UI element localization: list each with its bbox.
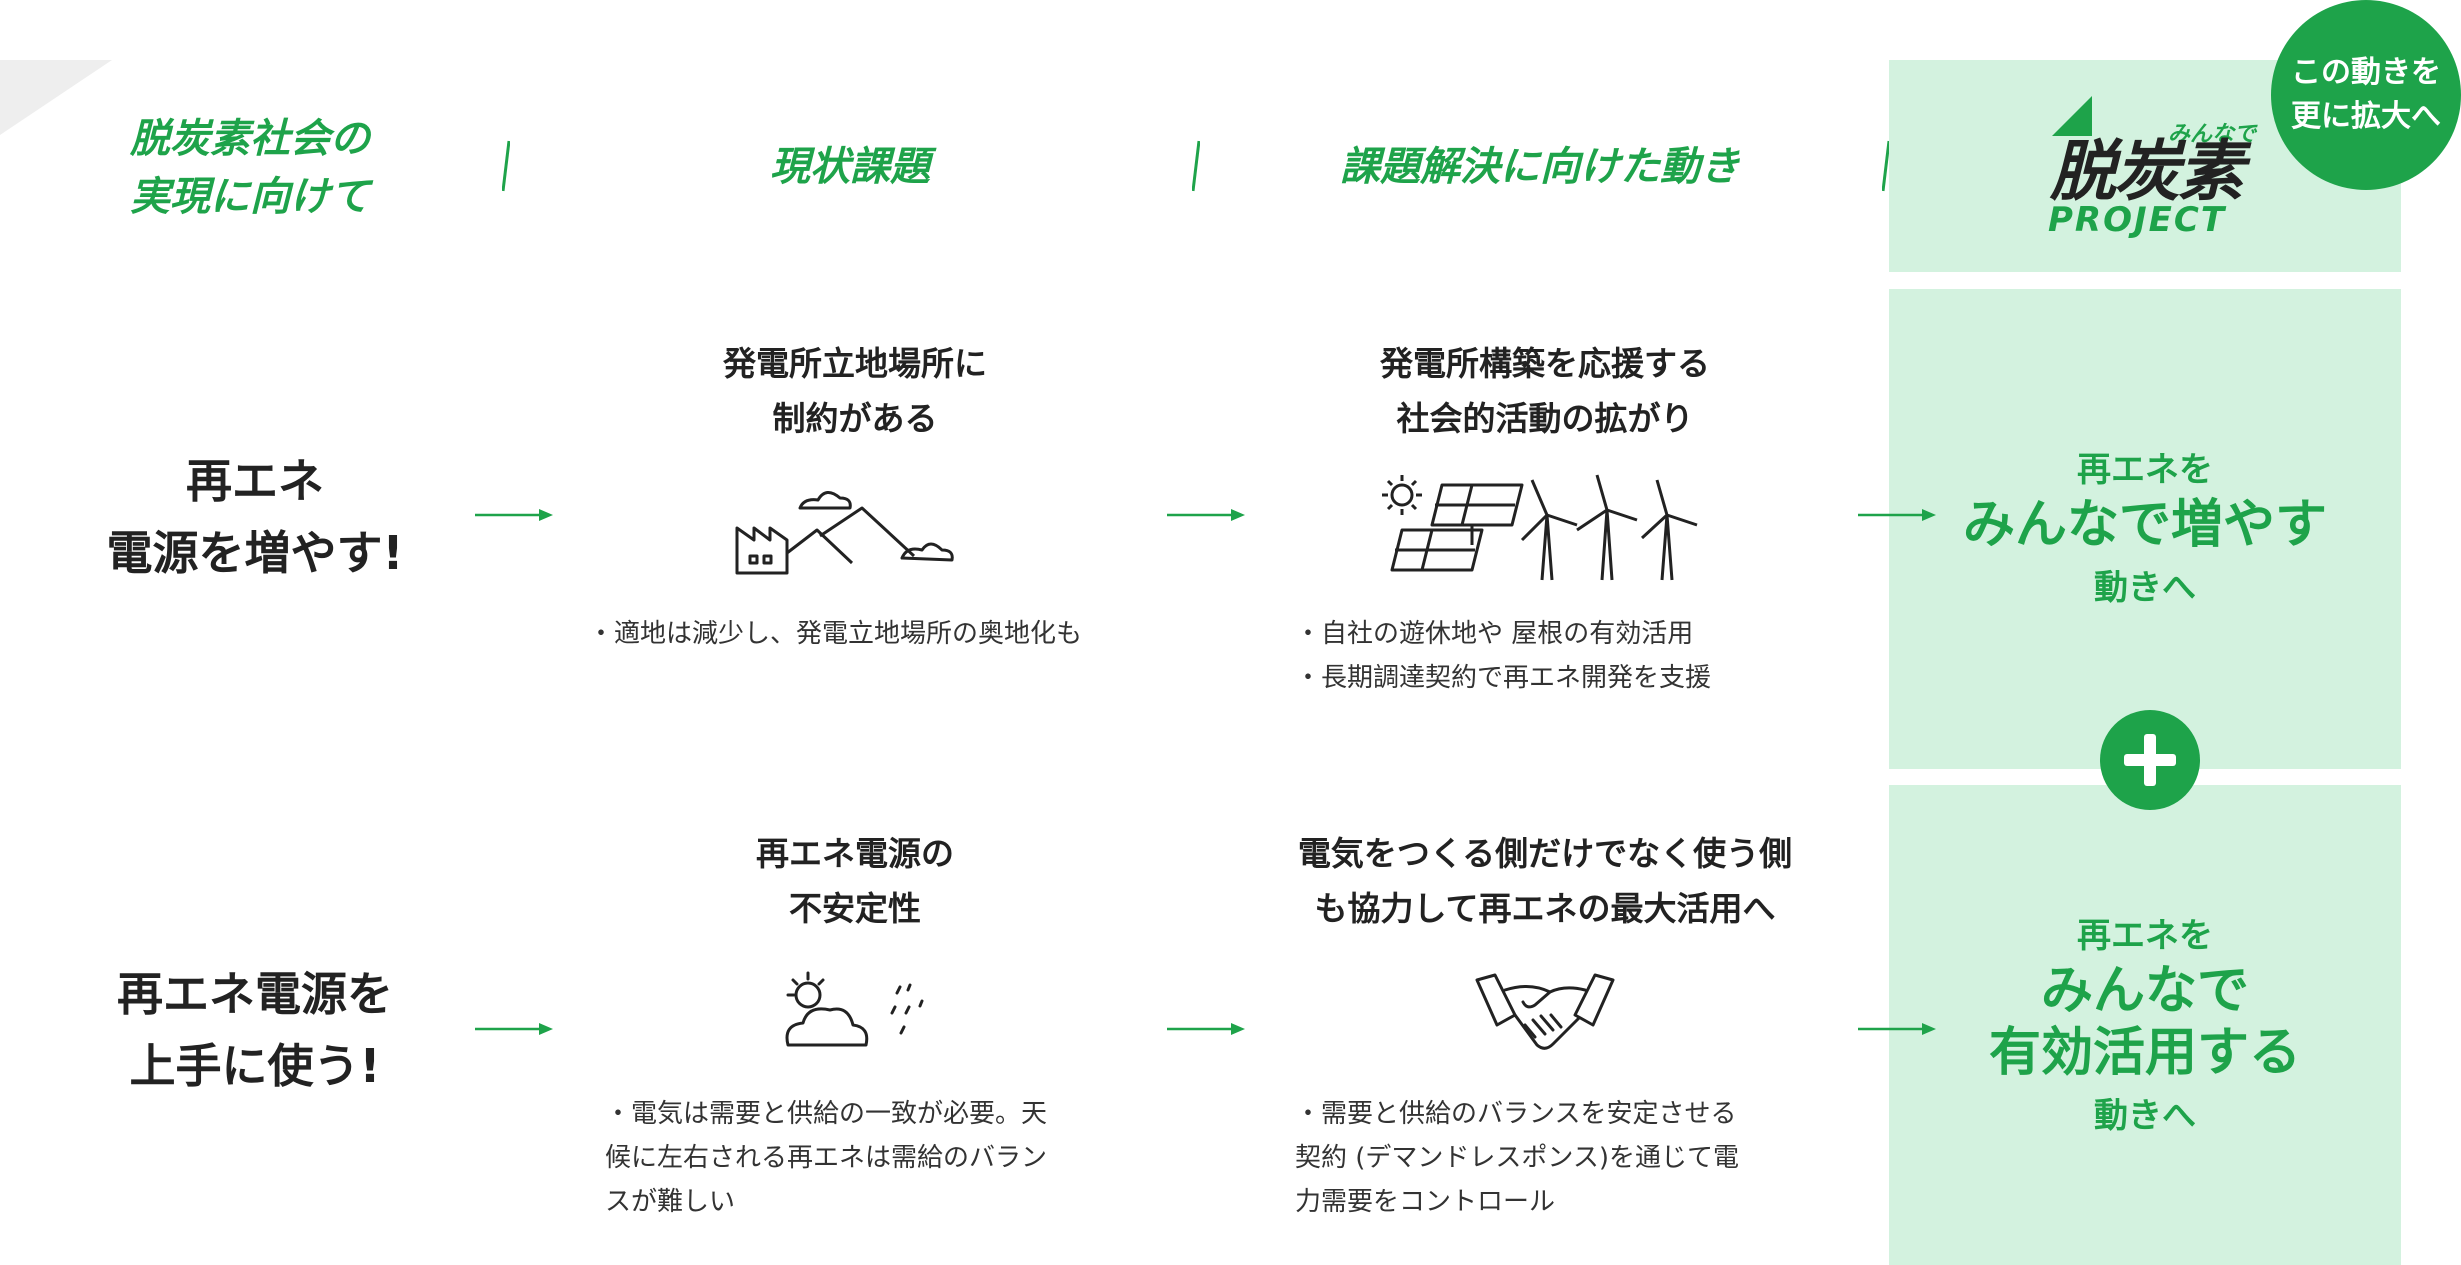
arrow-icon <box>1167 509 1245 521</box>
factory-mountain-icon <box>735 491 954 575</box>
row1-action-title: 発電所構築を応援する 社会的活動の拡がり <box>1380 344 1710 438</box>
logo-small-text: みんなで <box>2168 122 2257 147</box>
desc-line: ・電気は需要と供給の一致が必要。天 <box>605 1099 1048 1129</box>
panel-row1 <box>1889 289 2401 769</box>
desc-line: 候に左右される再エネは需給のバラン <box>605 1143 1048 1173</box>
desc-line: ・適地は減少し、発電立地場所の奥地化も <box>588 619 1083 649</box>
arrow-icon <box>475 1023 553 1035</box>
row1-label: 再エネ 電源を増やす! <box>106 454 404 580</box>
arrow-icon <box>1858 1023 1936 1035</box>
row1-issue-desc: ・適地は減少し、発電立地場所の奥地化も <box>588 612 1082 656</box>
panel-row2-text: 再エネを みんなで 有効活用する 動きへ <box>1889 912 2401 1140</box>
corner-decoration <box>0 60 112 135</box>
panel-row2-line1: 再エネを <box>2077 916 2213 956</box>
panel-row1-main: みんなで増やす <box>1962 495 2327 555</box>
panel-row1-line1: 再エネを <box>2077 450 2213 490</box>
panel-row2-line3: 動きへ <box>2094 1096 2196 1136</box>
panel-row2-main-a: みんなで <box>2040 961 2249 1021</box>
panel-row1-text: 再エネを みんなで増やす 動きへ <box>1889 446 2401 612</box>
solar-wind-icon <box>1382 474 1698 581</box>
row1-action-desc: ・自社の遊休地や 屋根の有効活用 ・長期調達契約で再エネ開発を支援 <box>1295 612 1711 700</box>
arrow-icon <box>1858 509 1936 521</box>
logo-project-text: PROJECT <box>2048 200 2227 240</box>
desc-line: ・長期調達契約で再エネ開発を支援 <box>1295 663 1712 693</box>
desc-line: ・需要と供給のバランスを安定させる <box>1295 1099 1737 1129</box>
row1-issue-title: 発電所立地場所に 制約がある <box>723 344 987 438</box>
desc-line: 力需要をコントロール <box>1295 1187 1556 1217</box>
row2-label: 再エネ電源を 上手に使う! <box>117 967 393 1093</box>
header-divider <box>502 140 510 192</box>
header-divider <box>1192 140 1200 192</box>
panel-row2-main-b: 有効活用する <box>1988 1023 2301 1083</box>
desc-line: スが難しい <box>605 1187 736 1217</box>
expand-badge: この動きを 更に拡大へ <box>2271 0 2461 190</box>
logo-main-text: 脱炭素 <box>2050 133 2244 210</box>
panel-row1-line3: 動きへ <box>2094 568 2196 608</box>
desc-line: ・自社の遊休地や 屋根の有効活用 <box>1295 619 1694 649</box>
plus-icon <box>2100 710 2200 810</box>
logo-accent-icon <box>2052 96 2092 136</box>
arrow-icon <box>1167 1023 1245 1035</box>
row2-issue-desc: ・電気は需要と供給の一致が必要。天 候に左右される再エネは需給のバラン スが難し… <box>605 1092 1047 1224</box>
row2-issue-title: 再エネ電源の 不安定性 <box>756 834 954 928</box>
header-solution-action: 課題解決に向けた動き <box>1340 144 1740 190</box>
weather-icon <box>785 971 924 1047</box>
header-divider <box>1882 140 1890 192</box>
project-logo: みんなで 脱炭素 PROJECT <box>2040 88 2260 248</box>
panel-row2 <box>1889 785 2401 1265</box>
row2-action-title: 電気をつくる側だけでなく使う側 も協力して再エネの最大活用へ <box>1297 834 1793 928</box>
header-current-issue: 現状課題 <box>770 144 930 190</box>
handshake-icon <box>1475 973 1615 1050</box>
arrow-icon <box>475 509 553 521</box>
desc-line: 契約 (デマンドレスポンス)を通じて電 <box>1295 1143 1740 1173</box>
header-goal: 脱炭素社会の 実現に向けて <box>130 116 370 220</box>
row2-action-desc: ・需要と供給のバランスを安定させる 契約 (デマンドレスポンス)を通じて電 力需… <box>1295 1092 1739 1224</box>
